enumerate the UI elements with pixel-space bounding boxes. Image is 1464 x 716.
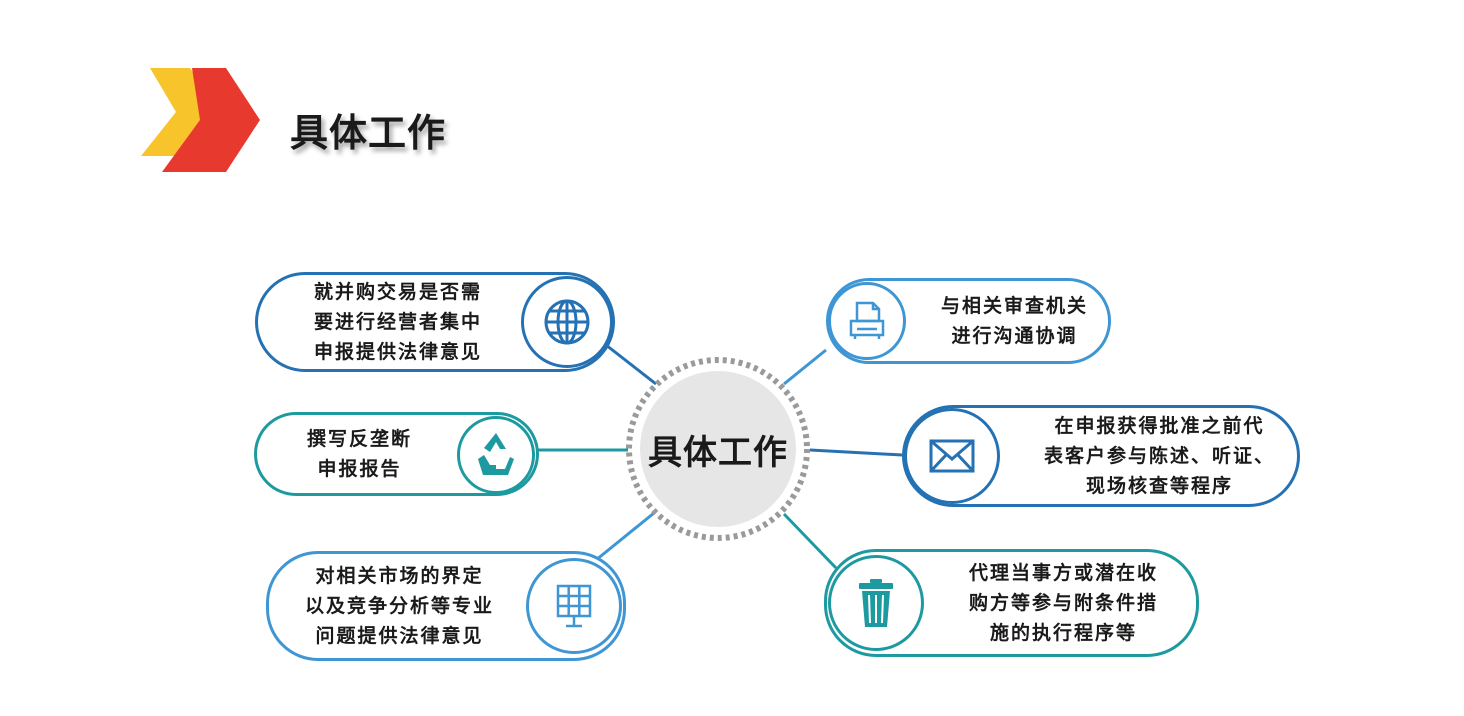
solar-panel-icon [556,584,592,628]
node-icon-badge [521,276,613,368]
page-title: 具体工作 [290,111,447,155]
printer-icon [849,301,885,339]
node-text: 撰写反垄断 申报报告 [307,428,413,480]
node-text: 与相关审查机关 进行沟通协调 [940,295,1088,347]
envelope-icon [929,439,975,473]
connector-line-hearing-representation [809,448,903,457]
center-label: 具体工作 [648,432,788,473]
node-text: 代理当事方或潜在收 购方等参与附条件措 施的执行程序等 [968,562,1158,644]
node-icon-badge [457,416,535,494]
connector-line-authority-communication [783,348,827,386]
node-text: 就并购交易是否需 要进行经营者集中 申报提供法律意见 [314,281,483,363]
node-text: 在申报获得批准之前代 表客户参与陈述、听证、 现场核查等程序 [1043,415,1275,497]
connector-line-market-definition [595,511,655,562]
header-chevron-icon [141,68,260,172]
node-icon-badge [828,282,906,360]
node-icon-badge [526,558,622,654]
node-icon-badge [904,408,1000,504]
center-dashed-ring [626,357,810,541]
center-node: 具体工作 [640,371,796,527]
connector-lines [538,343,903,570]
connector-line-merger-filing-opinion [605,343,657,386]
globe-icon [544,299,590,345]
recycle-icon [478,433,514,475]
node-icon-badge [828,555,924,651]
node-text: 对相关市场的界定 以及竞争分析等专业 问题提供法律意见 [305,565,495,647]
trash-icon [859,579,893,627]
connector-line-remedies-implementation [782,512,838,570]
